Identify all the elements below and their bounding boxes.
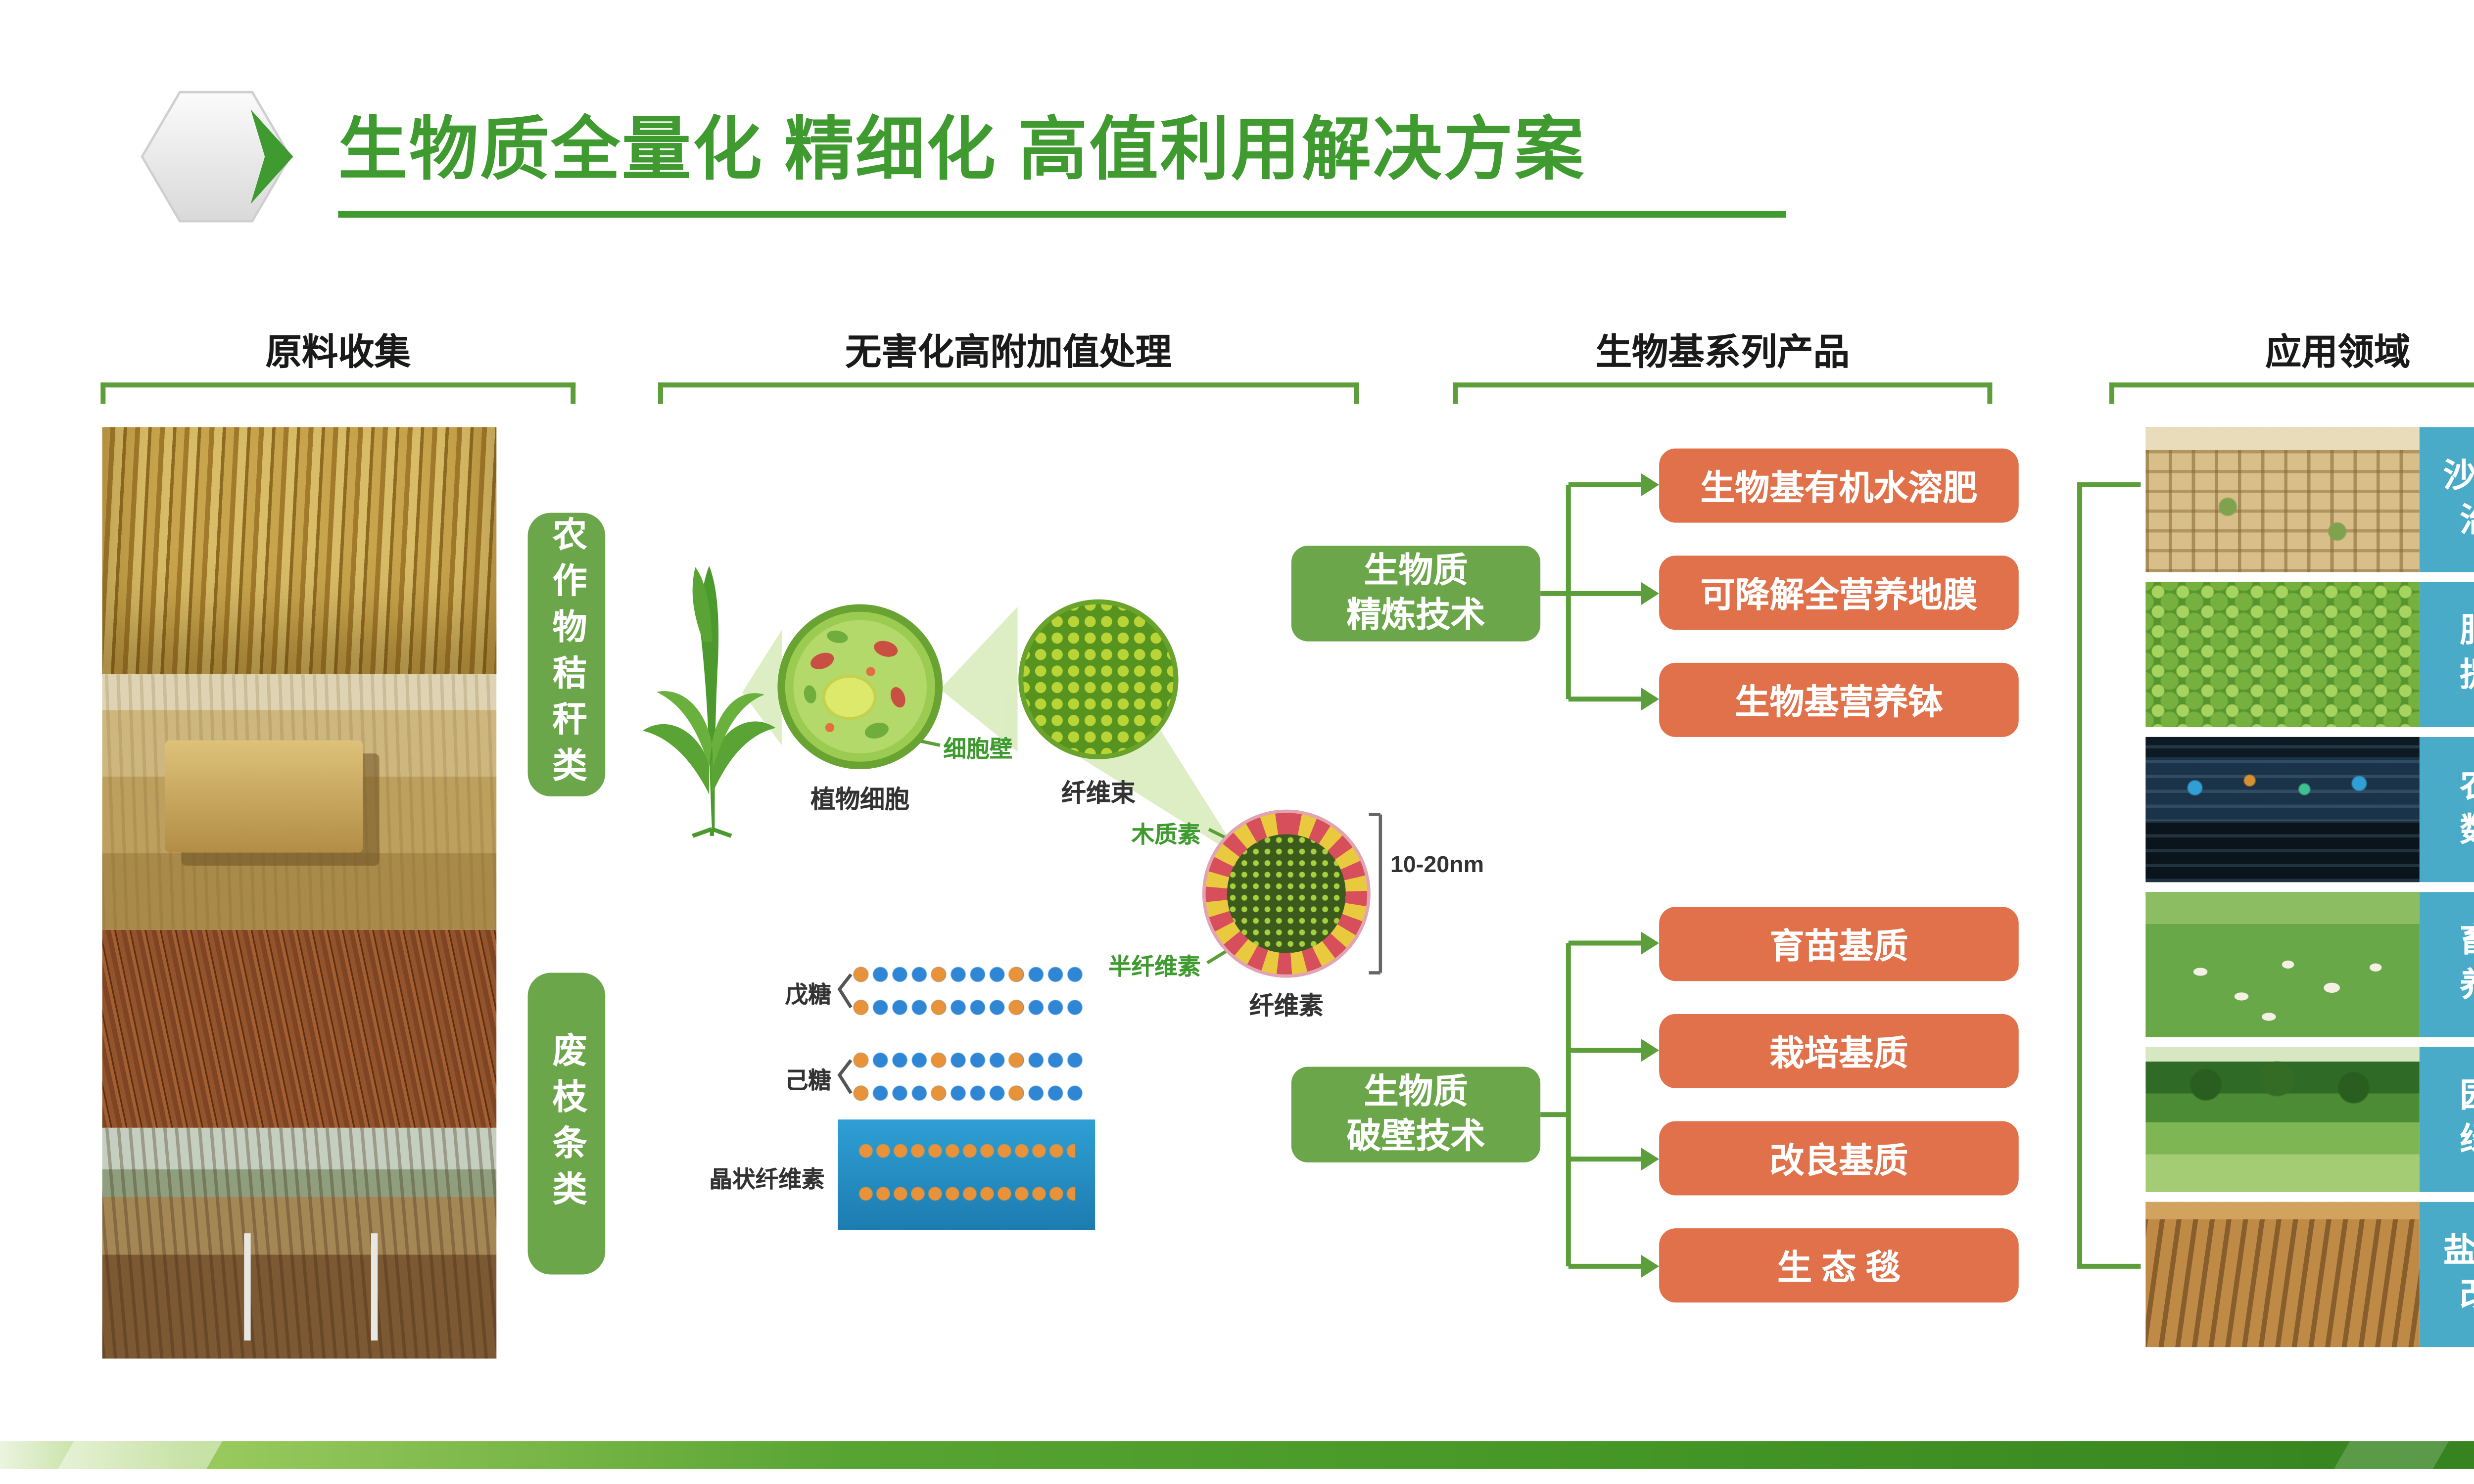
product-box-seedling-substrate: 育苗基质 [1659,907,2019,981]
product-box-water-soluble-fertilizer: 生物基有机水溶肥 [1659,448,2019,523]
plant-cell-diagram [777,604,943,770]
application-label: 盐碱地 改良 [2419,1202,2474,1347]
section-header-processing: 无害化高附加值处理 [845,331,1172,373]
section-header-collection: 原料收集 [265,331,411,373]
photo-agriculture-data [2145,737,2420,882]
tech-box-line: 生物质 [1364,1072,1468,1111]
cellulose-chain-row [857,1185,1076,1202]
application-row: 农业 数据 [2145,737,2474,882]
section-header-applications: 应用领域 [2265,331,2411,373]
photo-landscaping [2145,1047,2420,1192]
application-row: 肥力 提升 [2145,582,2474,727]
category-pill-straw: 农作物秸秆类 [527,512,606,796]
product-box-improved-substrate: 改良基质 [1659,1121,2019,1196]
section-bracket-applications [2109,382,2474,404]
application-label-line: 园林 [2460,1075,2474,1119]
application-label-line: 治理 [2460,500,2474,544]
label-diameter: 10-20nm [1390,850,1484,878]
application-label-line: 农业 [2460,765,2474,810]
sugar-group-brackets [837,973,853,1094]
label-fiber-bundle: 纤维束 [1061,780,1136,808]
application-row: 园林 绿化 [2145,1047,2474,1192]
applications-list: 沙漠化 治理 肥力 提升 农业 数据 畜牧 养殖 [2145,427,2474,1347]
application-label-line: 肥力 [2460,610,2474,654]
plant-illustration-icon [642,565,776,838]
footer-ribbon [0,1441,2474,1469]
label-cellulose: 纤维素 [1249,992,1324,1021]
label-cell-wall: 细胞壁 [943,735,1013,762]
cellulose-chain-row [857,1142,1076,1159]
application-label: 农业 数据 [2419,737,2474,882]
product-box-ecological-blanket: 生 态 毯 [1659,1228,2019,1303]
microfibril-cross-section-diagram [1205,813,1368,974]
application-label: 畜牧 养殖 [2419,892,2474,1037]
application-label-line: 改良 [2460,1275,2474,1319]
pentose-chain-row [851,964,1086,984]
product-box-nutrition-pot: 生物基营养钵 [1659,662,2019,737]
label-hemicellulose: 半纤维素 [1108,953,1201,979]
tech-box-refining: 生物质 精炼技术 [1291,546,1541,642]
application-label-line: 养殖 [2460,965,2474,1009]
section-bracket-processing [658,382,1359,404]
product-box-cultivation-substrate: 栽培基质 [1659,1014,2019,1088]
photo-orchard-prunings [102,1127,497,1359]
photo-desert-restoration [2145,427,2420,572]
application-row: 盐碱地 改良 [2145,1202,2474,1347]
application-label-line: 畜牧 [2460,920,2474,965]
label-pentose: 戊糖 [785,981,831,1008]
tech-box-line: 精炼技术 [1346,597,1485,635]
application-label: 园林 绿化 [2419,1047,2474,1192]
label-hexose: 己糖 [785,1067,831,1093]
dimension-lines [1369,813,1382,974]
section-bracket-collection [100,382,576,404]
application-label-line: 沙漠化 [2443,458,2474,495]
photo-saline-soil [2145,1202,2420,1347]
title-underline [338,211,1786,218]
product-box-degradable-mulch-film: 可降解全营养地膜 [1659,556,2019,630]
tech-box-line: 破壁技术 [1346,1117,1485,1156]
category-pill-branches: 废枝条类 [527,973,606,1275]
section-header-products: 生物基系列产品 [1595,331,1850,373]
application-label-line: 提升 [2460,654,2474,699]
label-plant-cell: 植物细胞 [810,786,910,815]
photo-livestock [2145,892,2420,1037]
hexose-chain-row [851,1050,1086,1070]
arrow-heads [1641,473,1660,1278]
label-crystalline-cellulose: 晶状纤维素 [709,1165,825,1192]
section-bracket-products [1453,382,1993,404]
photo-soil-fertility [2145,582,2420,727]
application-label: 肥力 提升 [2419,582,2474,727]
application-label: 沙漠化 治理 [2419,427,2474,572]
hexagon-logo-icon [141,91,293,223]
crystalline-cellulose-diagram [838,1119,1095,1230]
application-label-line: 数据 [2460,810,2474,854]
annotation-lines [916,739,1230,965]
fiber-bundle-diagram [1018,599,1179,759]
hexose-chain-row [851,1083,1086,1103]
application-row: 沙漠化 治理 [2145,427,2474,572]
tech-box-line: 生物质 [1364,552,1468,590]
tech-box-wall-breaking: 生物质 破壁技术 [1291,1067,1541,1162]
photo-corn-stalks [102,427,497,675]
photo-straw-bales [102,674,497,930]
application-label-line: 盐碱地 [2443,1233,2474,1270]
application-row: 畜牧 养殖 [2145,892,2474,1037]
application-label-line: 绿化 [2460,1119,2474,1164]
photo-dry-branches [102,929,497,1128]
pentose-chain-row [851,997,1086,1018]
label-lignin: 木质素 [1131,821,1201,848]
slide-title: 生物质全量化 精细化 高值利用解决方案 [338,110,1586,188]
